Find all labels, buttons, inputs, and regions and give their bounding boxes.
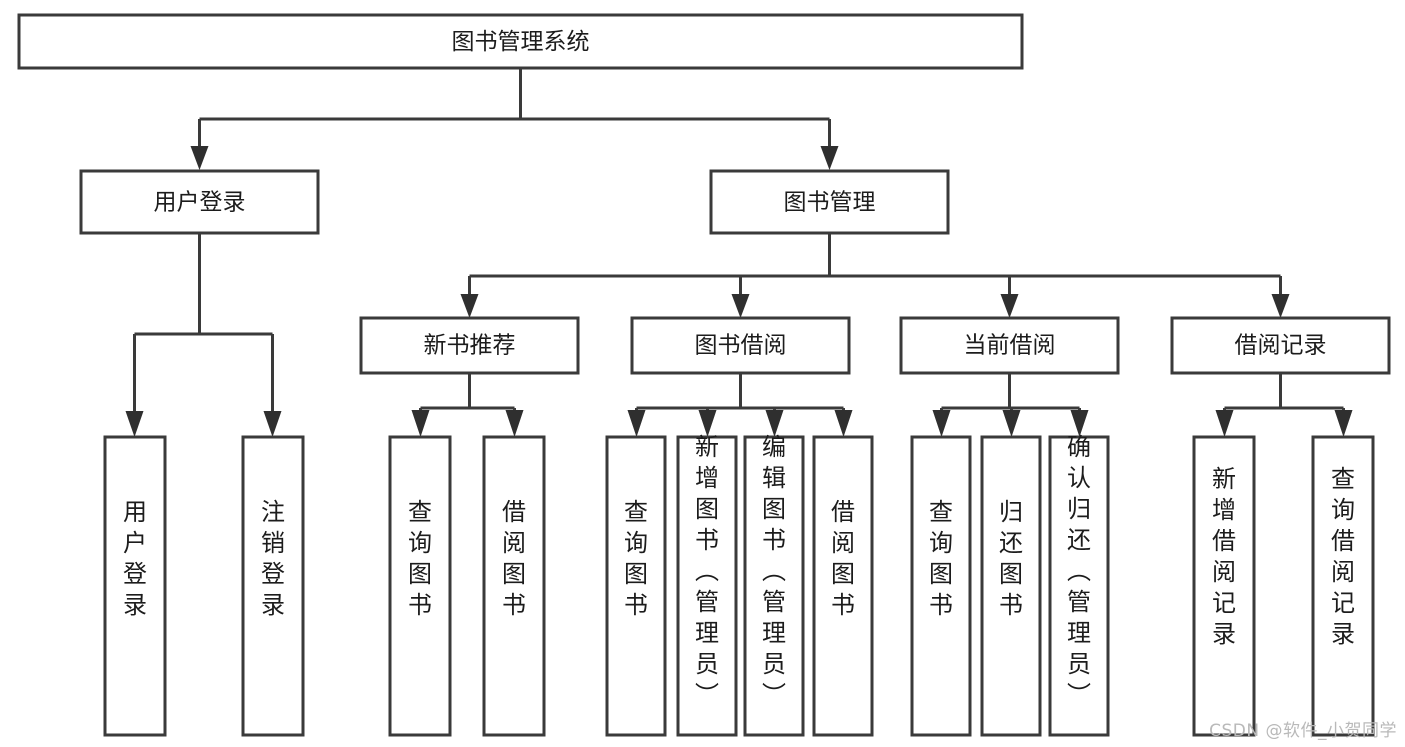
leaf-borrow-record-1[interactable]: 新增借阅记录 — [1192, 435, 1256, 737]
node-book-borrow-label: 图书借阅 — [695, 333, 787, 359]
leaf-new-book-1-label: 查询图书 — [408, 498, 432, 619]
leaf-book-borrow-3-box — [743, 435, 805, 737]
leaf-new-book-2-label: 借阅图书 — [502, 498, 526, 619]
node-new-book-recommend[interactable]: 新书推荐 — [359, 316, 580, 375]
node-current-borrow-box — [899, 316, 1120, 375]
leaf-user-login-2-label: 注销登录 — [261, 498, 285, 619]
leaf-book-borrow-3[interactable]: 编辑图书︵管理员︶ — [743, 433, 805, 737]
node-borrow-record-label: 借阅记录 — [1235, 333, 1327, 359]
leaf-book-borrow-4-label: 借阅图书 — [831, 498, 855, 619]
node-current-borrow-label: 当前借阅 — [964, 333, 1056, 359]
leaf-new-book-1[interactable]: 查询图书 — [388, 435, 452, 737]
leaf-current-borrow-3[interactable]: 确认归还︵管理员︶ — [1048, 433, 1110, 737]
leaf-book-borrow-3-label: 编辑图书︵管理员︶ — [762, 433, 786, 709]
leaf-user-login-2-box — [241, 435, 305, 737]
node-root-system-box — [17, 13, 1024, 70]
node-root-system[interactable]: 图书管理系统 — [17, 13, 1024, 70]
leaf-book-borrow-4-box — [812, 435, 874, 737]
arrow-borrow-record-child-2 — [1334, 410, 1353, 437]
arrow-user-login-child-1 — [125, 411, 144, 437]
leaf-current-borrow-3-label: 确认归还︵管理员︶ — [1067, 433, 1091, 709]
node-book-manage[interactable]: 图书管理 — [709, 169, 950, 235]
node-new-book-recommend-label: 新书推荐 — [424, 333, 516, 359]
arrow-borrow-record-child-1 — [1215, 410, 1234, 437]
leaf-book-borrow-1[interactable]: 查询图书 — [605, 435, 667, 737]
node-book-borrow[interactable]: 图书借阅 — [630, 316, 851, 375]
arrow-book-manage-to-current-borrow — [1000, 294, 1019, 318]
node-borrow-record[interactable]: 借阅记录 — [1170, 316, 1391, 375]
leaf-current-borrow-2[interactable]: 归还图书 — [980, 435, 1042, 737]
leaf-current-borrow-1[interactable]: 查询图书 — [910, 435, 972, 737]
node-borrow-record-box — [1170, 316, 1391, 375]
leaf-new-book-1-box — [388, 435, 452, 737]
arrow-user-login-child-2 — [263, 411, 282, 437]
arrow-current-borrow-child-3 — [1070, 410, 1089, 437]
connector-layer — [125, 68, 1353, 437]
leaf-user-login-2[interactable]: 注销登录 — [241, 435, 305, 737]
node-new-book-recommend-box — [359, 316, 580, 375]
arrow-book-borrow-child-3 — [765, 410, 784, 437]
leaf-current-borrow-2-box — [980, 435, 1042, 737]
node-user-login-box — [79, 169, 320, 235]
arrow-root-to-book-manage — [820, 146, 839, 170]
leaf-borrow-record-1-label: 新增借阅记录 — [1212, 465, 1236, 648]
arrow-book-borrow-child-1 — [627, 410, 646, 437]
leaf-current-borrow-3-box — [1048, 435, 1110, 737]
arrow-book-manage-to-borrow-record — [1271, 294, 1290, 318]
arrow-new-book-child-2 — [505, 410, 524, 437]
node-user-login-label: 用户登录 — [154, 190, 246, 216]
arrow-book-manage-to-new-book — [460, 294, 479, 318]
arrow-book-manage-to-book-borrow — [731, 294, 750, 318]
leaf-current-borrow-1-label: 查询图书 — [929, 498, 953, 619]
arrow-root-to-user-login — [190, 146, 209, 170]
leaf-user-login-1[interactable]: 用户登录 — [103, 435, 167, 737]
arrow-book-borrow-child-4 — [834, 410, 853, 437]
leaf-book-borrow-2-label: 新增图书︵管理员︶ — [695, 433, 719, 709]
leaf-book-borrow-1-label: 查询图书 — [624, 498, 648, 619]
arrow-current-borrow-child-2 — [1002, 410, 1021, 437]
leaf-new-book-2-box — [482, 435, 546, 737]
leaf-borrow-record-2-box — [1311, 435, 1375, 737]
node-root-system-label: 图书管理系统 — [452, 29, 590, 55]
leaf-book-borrow-2[interactable]: 新增图书︵管理员︶ — [676, 433, 738, 737]
leaf-user-login-1-label: 用户登录 — [123, 498, 147, 619]
leaf-borrow-record-2[interactable]: 查询借阅记录 — [1311, 435, 1375, 737]
leaf-current-borrow-2-label: 归还图书 — [999, 498, 1023, 619]
node-user-login[interactable]: 用户登录 — [79, 169, 320, 235]
node-book-manage-label: 图书管理 — [784, 190, 876, 216]
leaf-new-book-2[interactable]: 借阅图书 — [482, 435, 546, 737]
leaf-borrow-record-1-box — [1192, 435, 1256, 737]
leaf-user-login-1-box — [103, 435, 167, 737]
leaf-book-borrow-4[interactable]: 借阅图书 — [812, 435, 874, 737]
arrow-current-borrow-child-1 — [932, 410, 951, 437]
node-book-borrow-box — [630, 316, 851, 375]
leaf-current-borrow-1-box — [910, 435, 972, 737]
node-book-manage-box — [709, 169, 950, 235]
arrow-book-borrow-child-2 — [698, 410, 717, 437]
leaf-book-borrow-2-box — [676, 435, 738, 737]
node-current-borrow[interactable]: 当前借阅 — [899, 316, 1120, 375]
leaf-book-borrow-1-box — [605, 435, 667, 737]
leaf-borrow-record-2-label: 查询借阅记录 — [1331, 465, 1355, 648]
arrow-new-book-child-1 — [411, 410, 430, 437]
